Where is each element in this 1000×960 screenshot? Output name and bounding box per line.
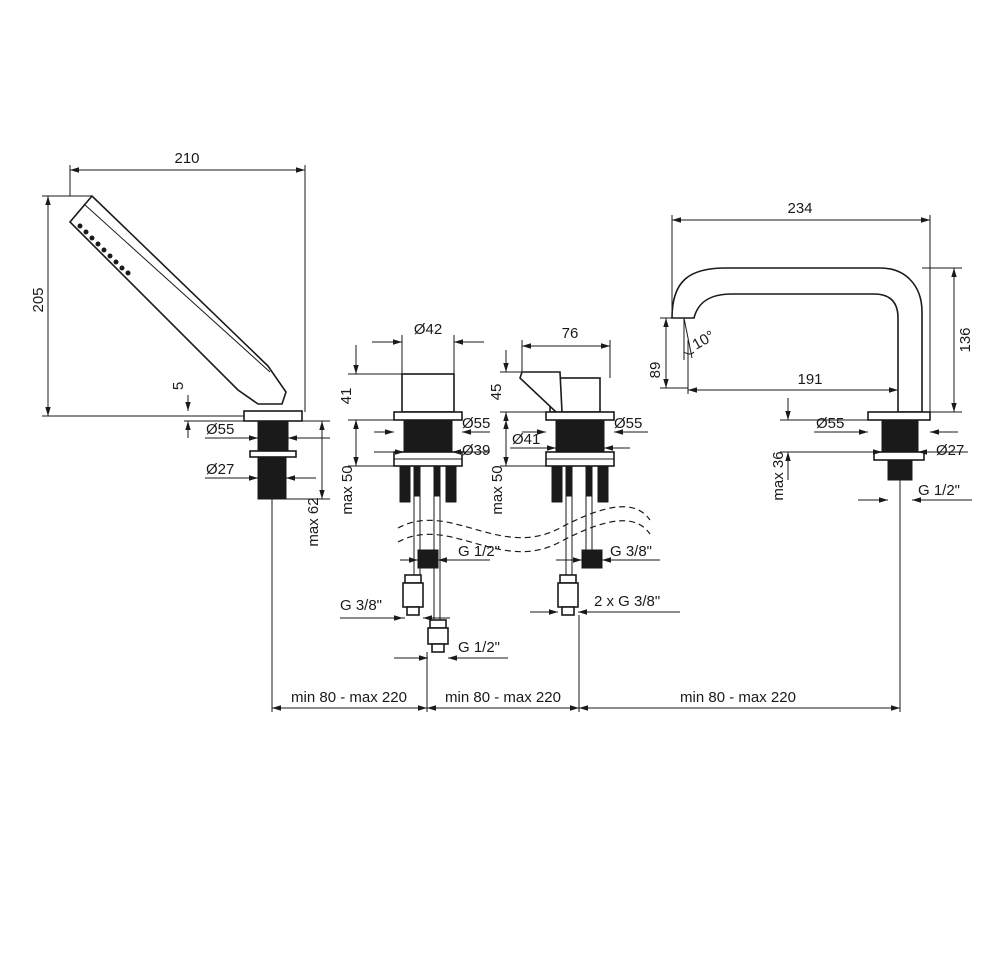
spout-thread: [887, 459, 913, 481]
spout-flange: [867, 411, 931, 421]
diverter-knob: [401, 373, 455, 413]
spout-angle-label: 10°: [690, 327, 718, 353]
diverter-base-diameter-label: Ø55: [462, 415, 490, 432]
break-line-upper: [397, 506, 651, 539]
diverter-lower-thread-label: G 1/2": [458, 639, 500, 656]
mixer-upper-thread-label: G 3/8": [610, 543, 652, 560]
diverter-left-thread-label: G 3/8": [340, 597, 382, 614]
hand-shower: 210 205 5 Ø55 Ø27 max 62: [30, 150, 330, 712]
spacing-left-label: min 80 - max 220: [291, 689, 407, 706]
diverter-upper-thread-label: G 1/2": [458, 543, 500, 560]
shower-thread-diameter-label: Ø27: [206, 461, 234, 478]
diverter-depth-label: max 50: [339, 465, 356, 514]
spout: 234 136 89 10° 191 Ø55 Ø27 max 36: [647, 200, 974, 712]
mixer-height-label: 45: [488, 384, 505, 401]
mixer-width-label: 76: [562, 325, 579, 342]
spacing-middle-label: min 80 - max 220: [445, 689, 561, 706]
spout-body: [671, 267, 923, 413]
shower-depth-label: max 62: [305, 497, 322, 546]
shower-gap-label: 5: [170, 382, 187, 390]
mixer-left-diameter-label: Ø41: [512, 431, 540, 448]
mixer-lever: [519, 371, 563, 413]
spout-depth-label: max 36: [770, 451, 787, 500]
mixer: 76 45 Ø41 Ø55 max 50 G 3/8" 2 x G 3/8": [488, 325, 680, 712]
diverter: Ø42 41 Ø55 Ø39 max 50 G 1/2" G 3/8" G 1/…: [338, 321, 508, 712]
hand-shower-thread: [257, 456, 287, 500]
shower-base-diameter-label: Ø55: [206, 421, 234, 438]
mixer-depth-label: max 50: [489, 465, 506, 514]
break-line-lower: [397, 520, 651, 553]
diverter-body: [403, 419, 453, 453]
spout-thread-diameter-label: Ø27: [936, 442, 964, 459]
spray-nozzles: [77, 223, 131, 276]
diverter-height-label: 41: [338, 388, 355, 405]
mixer-base-diameter-label: Ø55: [614, 415, 642, 432]
spout-shank: [881, 419, 919, 453]
spacing-dimensions: min 80 - max 220 min 80 - max 220 min 80…: [272, 689, 900, 711]
spout-inner-height-label: 89: [647, 362, 664, 379]
spout-reach-label: 191: [797, 371, 822, 388]
hand-shower-body: [68, 194, 287, 405]
hand-shower-shank: [257, 420, 289, 452]
diverter-body-diameter-label: Ø39: [462, 442, 490, 459]
spout-thread-label: G 1/2": [918, 482, 960, 499]
hand-shower-flange: [243, 410, 303, 422]
shower-height-label: 205: [30, 287, 47, 312]
mixer-shank: [555, 419, 605, 453]
shower-width-label: 210: [174, 150, 199, 167]
spout-height-label: 136: [957, 327, 974, 352]
spout-width-label: 234: [787, 200, 812, 217]
spout-base-diameter-label: Ø55: [816, 415, 844, 432]
spacing-right-label: min 80 - max 220: [680, 689, 796, 706]
diverter-top-diameter-label: Ø42: [414, 321, 442, 338]
mixer-double-thread-label: 2 x G 3/8": [594, 593, 660, 610]
